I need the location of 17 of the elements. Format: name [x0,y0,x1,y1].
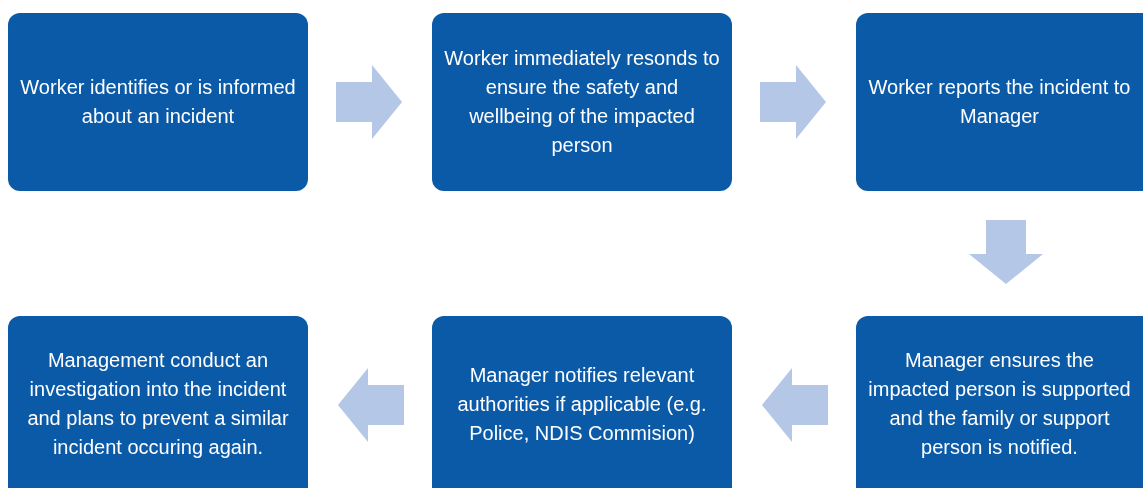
process-box [432,13,732,191]
process-box [8,13,308,191]
process-box [856,316,1143,488]
process-box [856,13,1143,191]
step-text: Management conduct an investigation into the incident and plans to prevent a similar incident occuring again. [26,348,290,460]
step-text: Manager ensures the impacted person is supported and the family or support person is notified. [868,348,1131,460]
process-box [432,316,732,488]
step-text: Worker identifies or is informed about an incident [20,75,296,129]
block-arrow [762,368,828,442]
block-arrow [336,65,402,139]
step-text: Worker immediately resonds to ensure the safety and wellbeing of the impacted person [444,46,720,158]
block-arrow [760,65,826,139]
process-box [8,316,308,488]
step-text: Manager notifies relevant authorities if applicable (e.g. Police, NDIS Commision) [456,362,708,446]
step-text: Worker reports the incident to Manager [868,75,1131,129]
block-arrow [969,220,1043,284]
block-arrow [338,368,404,442]
